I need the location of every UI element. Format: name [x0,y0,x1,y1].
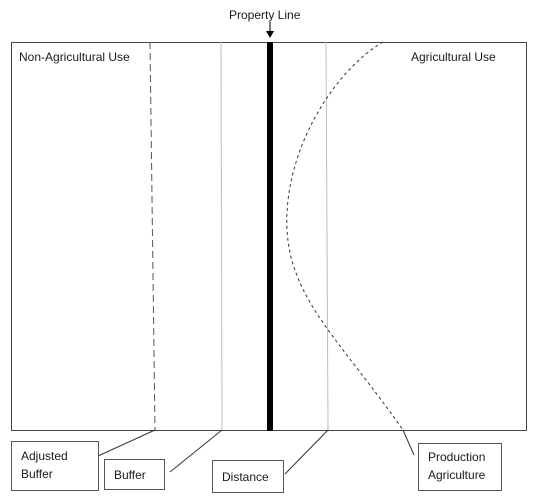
production-agriculture-text-1: Production [428,450,486,464]
adjusted-buffer-text-1: Adjusted [21,449,68,463]
buffer-callout-text: Buffer [114,468,146,482]
adjusted-buffer-callout: Adjusted Buffer [11,441,99,491]
non-agricultural-use-label: Non-Agricultural Use [19,50,130,64]
distance-callout: Distance [212,460,284,493]
adjusted-buffer-text-2: Buffer [21,467,53,481]
buffer-line [220,41,223,431]
distance-leader [284,429,329,475]
buffer-callout: Buffer [104,459,165,490]
production-agriculture-leader [402,429,415,456]
production-agriculture-text-2: Agriculture [428,468,486,482]
production-agriculture-curve [286,41,404,431]
property-line [267,42,273,431]
buffer-leader [169,429,223,473]
distance-line [325,41,329,431]
property-line-arrow-head [266,31,274,38]
adjusted-buffer-line [149,41,156,431]
agricultural-use-label: Agricultural Use [411,50,496,64]
diagram-title: Property Line [229,8,301,22]
production-agriculture-callout: Production Agriculture [418,443,502,491]
distance-callout-text: Distance [222,470,269,484]
adjusted-buffer-leader [97,429,156,457]
